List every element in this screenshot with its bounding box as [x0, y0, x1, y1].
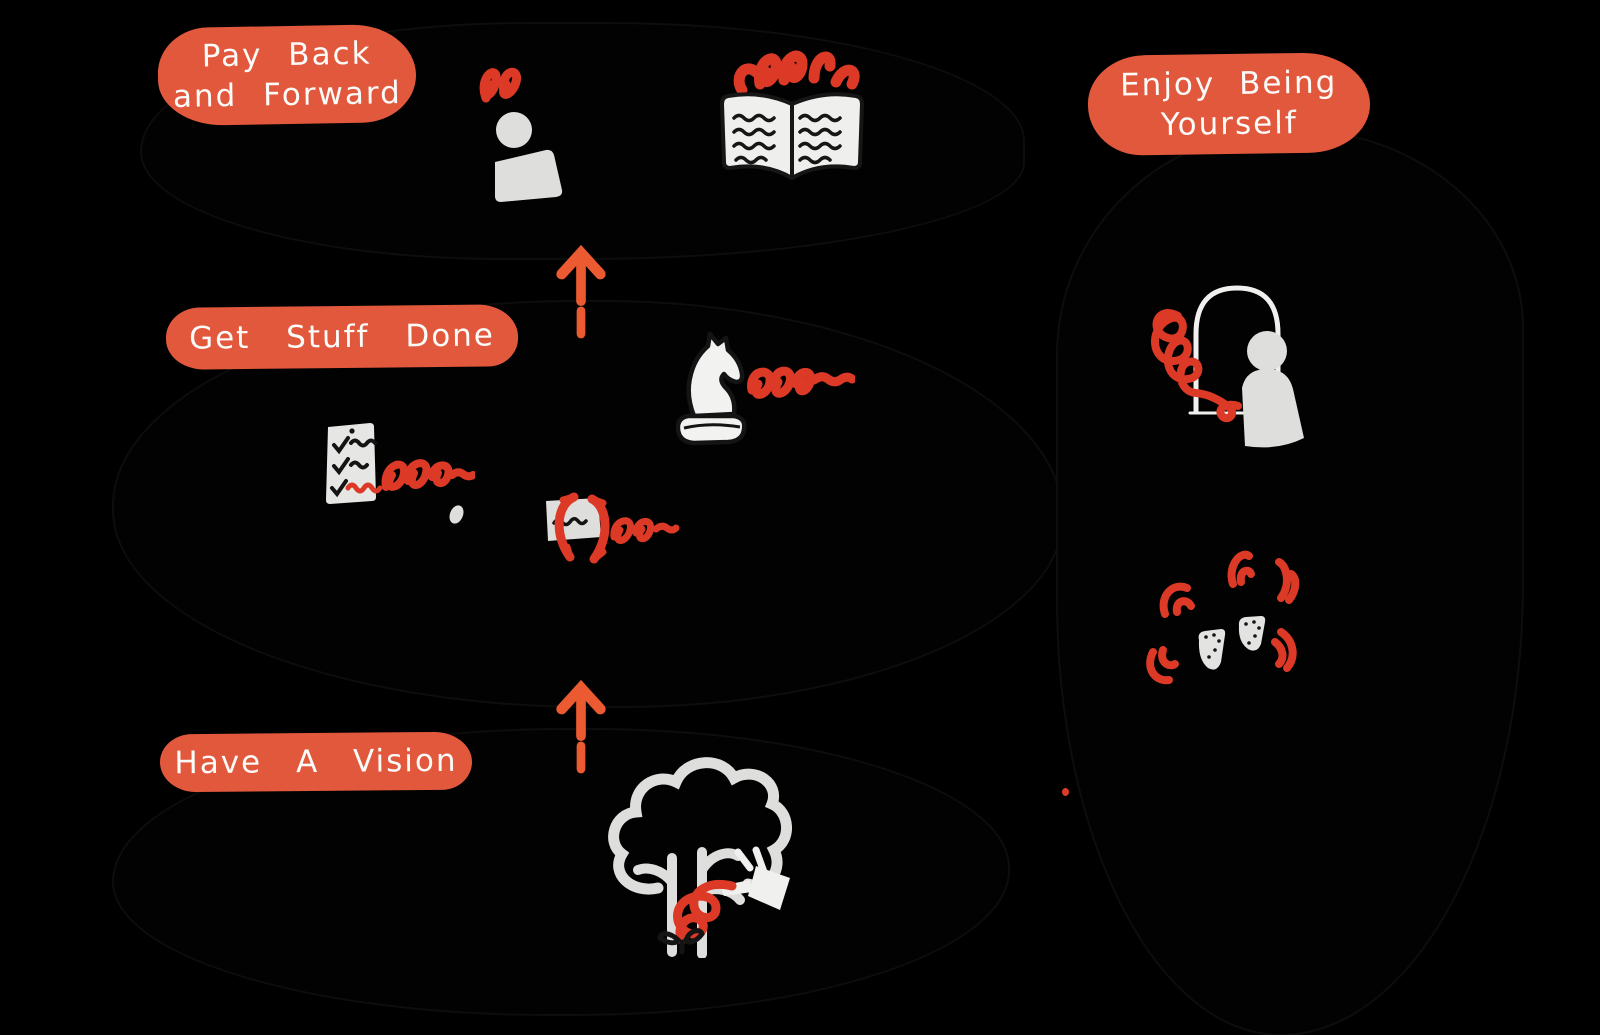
badge-pay-back-line2: and Forward	[172, 75, 403, 115]
badge-pay-back-line1: Pay Back	[201, 35, 372, 75]
checklist-red-scribble	[381, 459, 475, 491]
celebration-bursts	[1146, 550, 1300, 685]
knight-red-scribble	[747, 366, 855, 399]
badge-enjoy-being-yourself: Enjoy Being Yourself	[1087, 52, 1371, 156]
book-pages	[720, 92, 864, 180]
badge-get-stuff-done: Get Stuff Done	[165, 304, 519, 370]
badge-have-a-vision: Have A Vision	[159, 731, 473, 793]
badge-get-stuff-done-label: Get Stuff Done	[188, 317, 496, 357]
mirror-reflection-icon	[1151, 285, 1304, 448]
up-arrow-icon	[556, 244, 606, 339]
person-with-spark-icon	[479, 67, 563, 202]
badge-enjoy-line1: Enjoy Being	[1119, 64, 1338, 104]
up-arrow-icon	[556, 679, 606, 774]
hand-right	[1238, 616, 1266, 651]
person-figure	[495, 112, 563, 202]
mirror-red-curl	[1151, 309, 1242, 423]
red-water-spiral	[673, 880, 737, 945]
celebration-hands-icon	[1146, 550, 1300, 685]
checklist-rows	[330, 436, 383, 498]
badge-pay-back-and-forward: Pay Back and Forward	[157, 23, 417, 127]
book-text-lines	[732, 113, 842, 165]
open-book-icon	[720, 50, 864, 180]
sprout	[657, 928, 705, 955]
mirror-person	[1242, 331, 1304, 448]
note-red-scribble	[610, 517, 680, 544]
checklist-icon	[326, 423, 475, 504]
tree-watering-icon	[608, 757, 792, 958]
tree-canopy	[608, 757, 792, 895]
badge-have-a-vision-label: Have A Vision	[174, 742, 458, 782]
hand-left	[1198, 629, 1226, 670]
spark-scribble	[479, 67, 521, 103]
red-speck	[1062, 788, 1069, 796]
rotation-arrows	[554, 492, 610, 564]
note-rotation-icon	[546, 492, 680, 564]
book-sparks-scribble	[733, 50, 860, 96]
knight-piece	[675, 331, 747, 446]
chess-knight-icon	[675, 331, 855, 446]
watering-can	[720, 846, 790, 910]
badge-enjoy-line2: Yourself	[1160, 105, 1298, 143]
